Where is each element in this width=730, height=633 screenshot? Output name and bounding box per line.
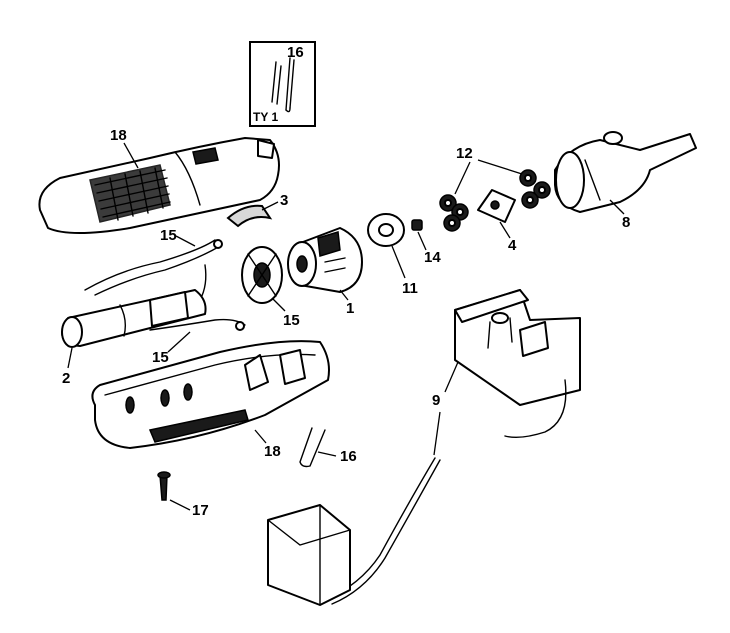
part-4-bracket (477, 189, 516, 223)
inset-box-ty1 (249, 41, 316, 127)
callout-11: 11 (402, 280, 418, 297)
part-17-screw (157, 471, 171, 501)
callout-12: 12 (456, 145, 473, 162)
part-8-head (554, 131, 697, 213)
part-11-washer (367, 213, 405, 247)
part-18-top-housing (38, 137, 280, 234)
callout-3: 3 (280, 192, 288, 209)
part-9-transformer (267, 504, 351, 606)
part-15-wires (84, 239, 246, 331)
part-18-bottom-housing (91, 340, 330, 449)
part-15-brush-holder (241, 246, 283, 304)
callout-1: 1 (346, 300, 354, 317)
callout-16: 16 (340, 448, 357, 465)
part-9-charger-stand (324, 289, 581, 605)
part-2-inner-cylinder (61, 289, 207, 348)
callout-8: 8 (622, 214, 630, 231)
callout-2: 2 (62, 370, 70, 387)
callout-14: 14 (424, 249, 441, 266)
callout-15-b: 15 (283, 312, 300, 329)
callout-15-a: 15 (160, 227, 177, 244)
part-1-motor (287, 227, 363, 293)
callout-18-top: 18 (110, 127, 127, 144)
box-label-ty1: TY 1 (253, 110, 278, 124)
callout-18-bottom: 18 (264, 443, 281, 460)
callout-9: 9 (432, 392, 440, 409)
callout-4: 4 (508, 237, 517, 254)
callout-15-c: 15 (152, 349, 169, 366)
callout-17: 17 (192, 502, 209, 519)
part-12-gears (439, 169, 551, 232)
part-16-clip (299, 427, 326, 468)
callout-16-box: 16 (287, 44, 304, 61)
part-3-clip (226, 204, 273, 228)
part-14-nut (411, 219, 423, 231)
